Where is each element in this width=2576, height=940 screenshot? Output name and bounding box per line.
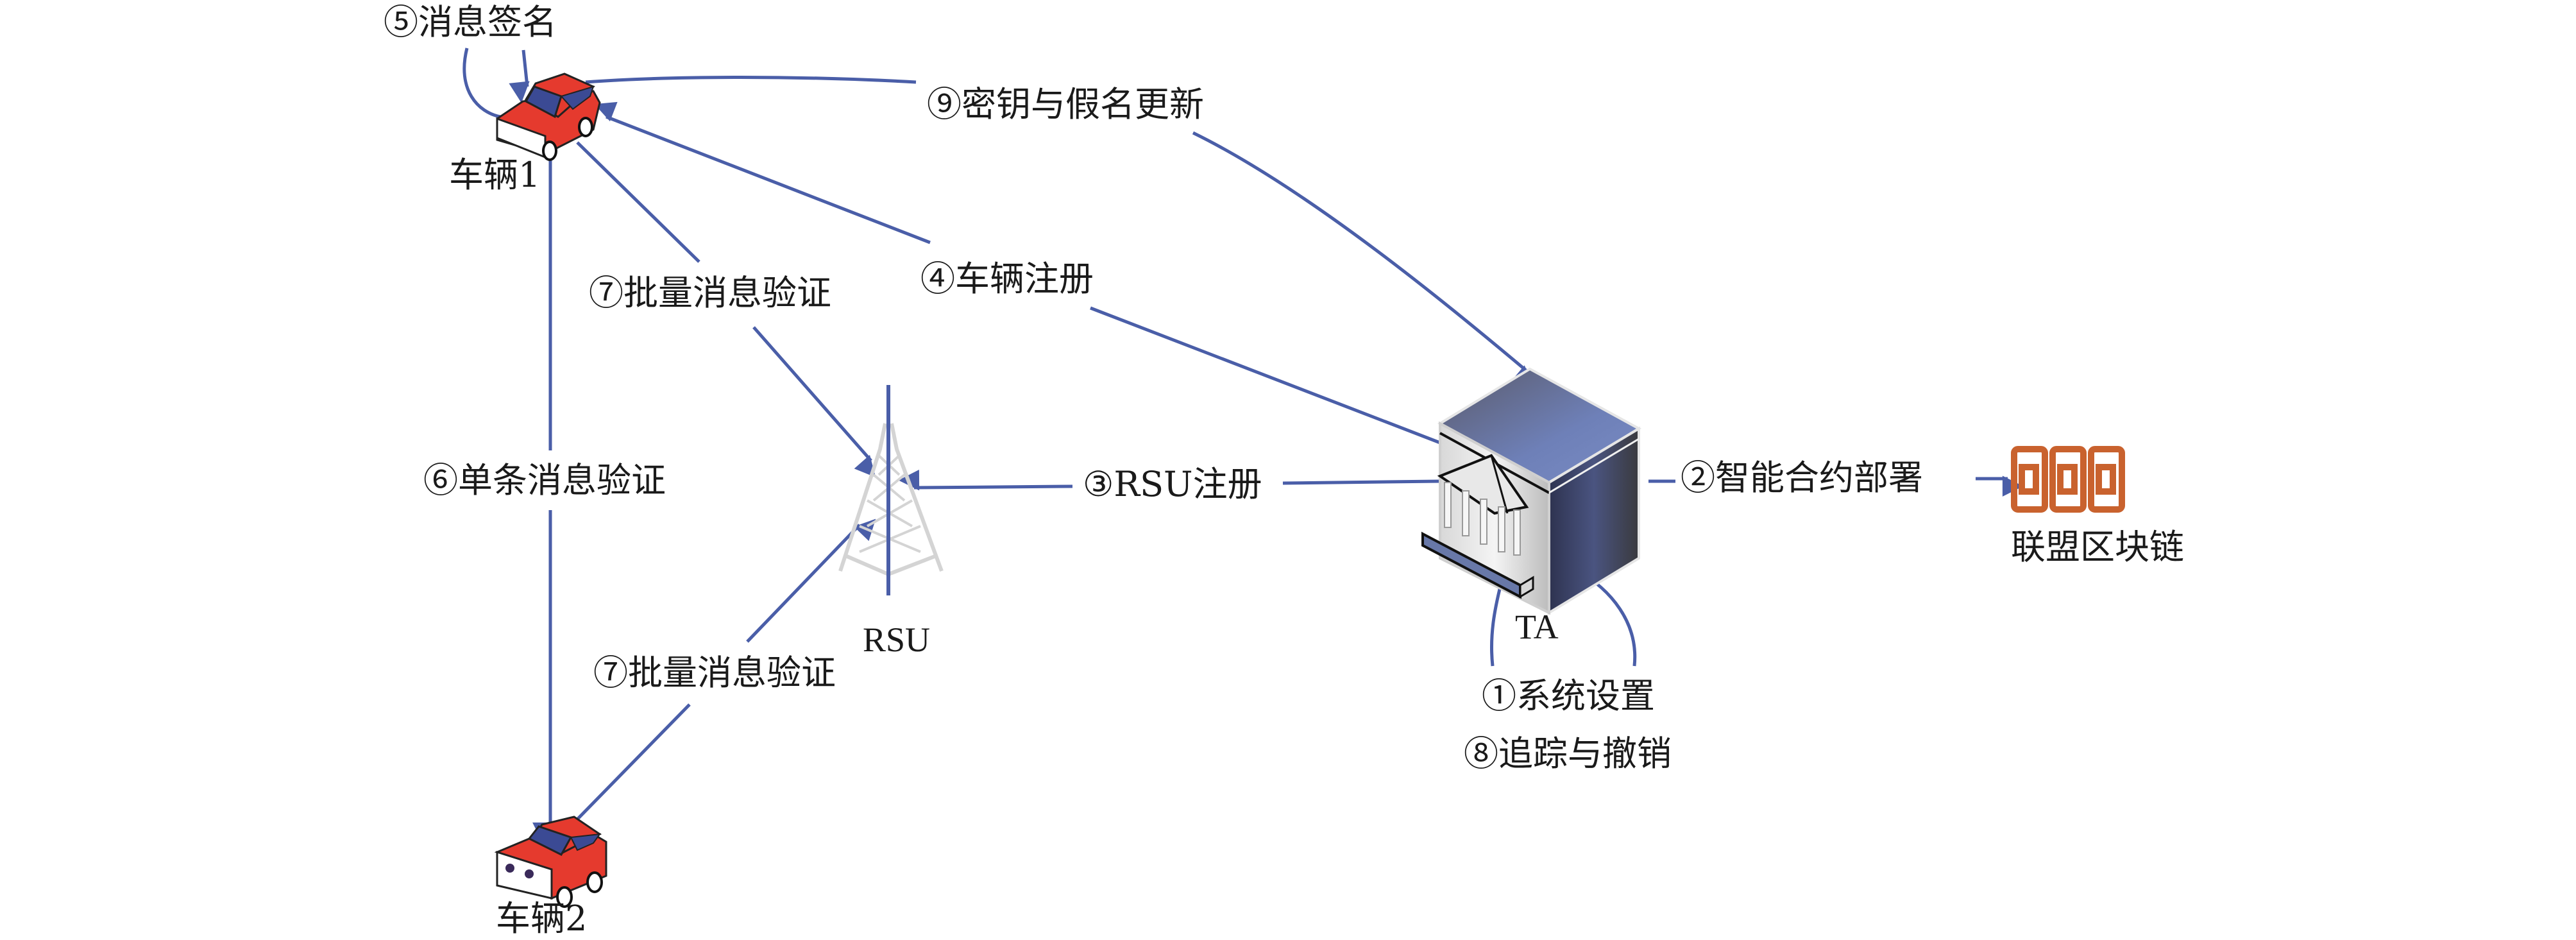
edge-s7a-to-rsu bbox=[752, 326, 876, 477]
rsu-radio-tower-icon[interactable] bbox=[838, 385, 944, 595]
edge-s7b-from-vehicle2 bbox=[573, 703, 691, 824]
rsu-label: RSU bbox=[863, 620, 931, 659]
edges bbox=[462, 47, 2024, 844]
edge-s7a-from-vehicle1 bbox=[576, 141, 700, 263]
vehicle1-car-icon[interactable] bbox=[496, 73, 601, 161]
edge-s3-to-rsu bbox=[898, 470, 1073, 491]
edge-s5-loop-left bbox=[462, 47, 501, 119]
blockchain-icon[interactable] bbox=[2011, 446, 2125, 513]
ta-label: TA bbox=[1515, 608, 1559, 646]
edge-s4-from-ta bbox=[1090, 306, 1441, 445]
step-label-batch-verification-bottom: ⑦批量消息验证 bbox=[593, 653, 836, 693]
step-label-message-signing: ⑤消息签名 bbox=[384, 2, 557, 42]
step-label-single-verification: ⑥单条消息验证 bbox=[423, 460, 666, 500]
step-label-system-setup: ①系统设置 bbox=[1482, 676, 1655, 716]
step-label-batch-verification-top: ⑦批量消息验证 bbox=[589, 273, 831, 313]
edge-s9-to-ta bbox=[1192, 131, 1534, 387]
blockchain-label: 联盟区块链 bbox=[2011, 527, 2184, 567]
edge-s9-to-vehicle1 bbox=[585, 76, 917, 84]
step-label-smart-contract-deployment: ②智能合约部署 bbox=[1681, 457, 1923, 498]
edge-s4-to-vehicle1 bbox=[594, 101, 931, 244]
vehicle1-label: 车辆1 bbox=[449, 155, 541, 195]
step-label-vehicle-registration: ④车辆注册 bbox=[920, 259, 1094, 299]
step-label-rsu-registration: ③RSU注册 bbox=[1083, 464, 1262, 504]
step-label-key-pseudonym-update: ⑨密钥与假名更新 bbox=[927, 84, 1204, 124]
edge-s7b-to-rsu bbox=[746, 518, 876, 643]
ta-government-building-icon[interactable] bbox=[1421, 367, 1642, 615]
edge-s5-arrow bbox=[509, 49, 530, 103]
edge-s3-from-ta bbox=[1282, 479, 1441, 485]
edge-s1-loop bbox=[1490, 583, 1503, 667]
vehicle2-label: 车辆2 bbox=[496, 898, 588, 939]
vehicle2-car-icon[interactable] bbox=[494, 816, 607, 908]
step-label-tracing-revocation: ⑧追踪与撤销 bbox=[1464, 733, 1672, 774]
